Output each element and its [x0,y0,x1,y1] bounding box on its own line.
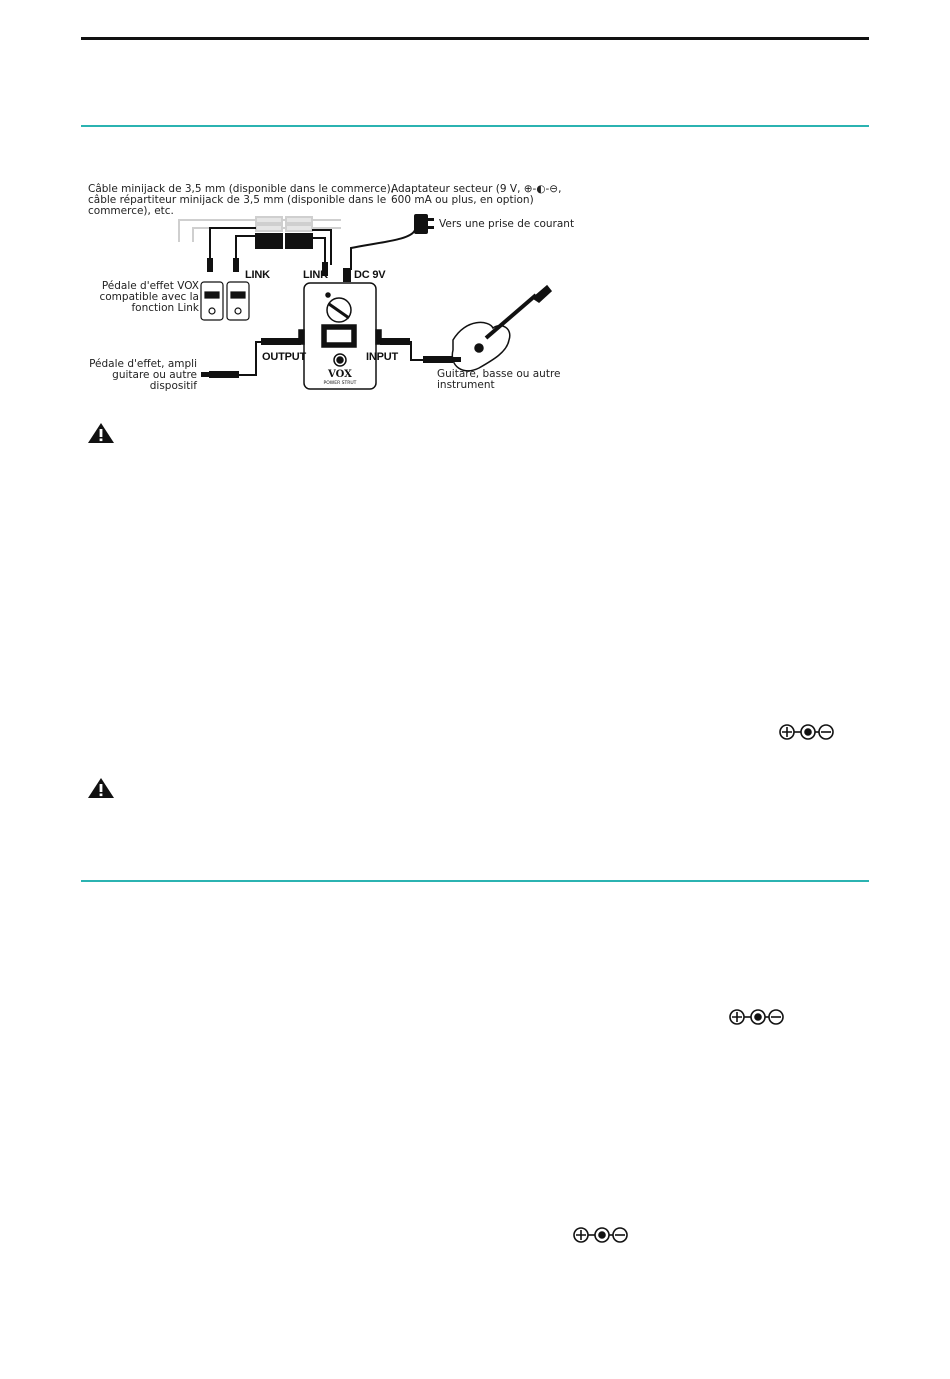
section-divider-2 [81,880,869,882]
jack-label-dc: DC 9V [354,269,386,281]
pedal-model: POWER STRUT [324,380,357,386]
warning-icon [88,423,114,443]
connection-diagram-drawing: VOX POWER STRUT [178,214,553,390]
outlet-label: Vers une prise de courant [439,218,575,230]
jack-label-output: OUTPUT [262,351,307,363]
dc-polarity-icon [729,1009,784,1025]
vox-pedal-label: Pédale d'effet VOX compatible avec la fo… [99,280,199,314]
cable-label: Câble minijack de 3,5 mm (disponible dan… [88,183,395,217]
output-device-label: Pédale d'effet, ampli guitare ou autre d… [89,358,197,392]
section-divider-1 [81,125,869,127]
dc-polarity-icon [779,724,834,740]
pedal-brand: VOX [327,369,352,380]
warning-icon [88,778,114,798]
header-rule [81,37,869,40]
dc-polarity-icon [573,1227,628,1243]
connection-diagram: VOX POWER STRUT Câble minijack de 3,5 mm… [81,170,581,400]
jack-label-input: INPUT [366,351,399,363]
adapter-label: Adaptateur secteur (9 V, ⊕-◐-⊖, 600 mA o… [391,183,562,206]
jack-label-link-right: LINK [303,269,328,281]
jack-label-link-left: LINK [245,269,270,281]
instrument-label: Guitare, basse ou autre instrument [437,368,561,391]
